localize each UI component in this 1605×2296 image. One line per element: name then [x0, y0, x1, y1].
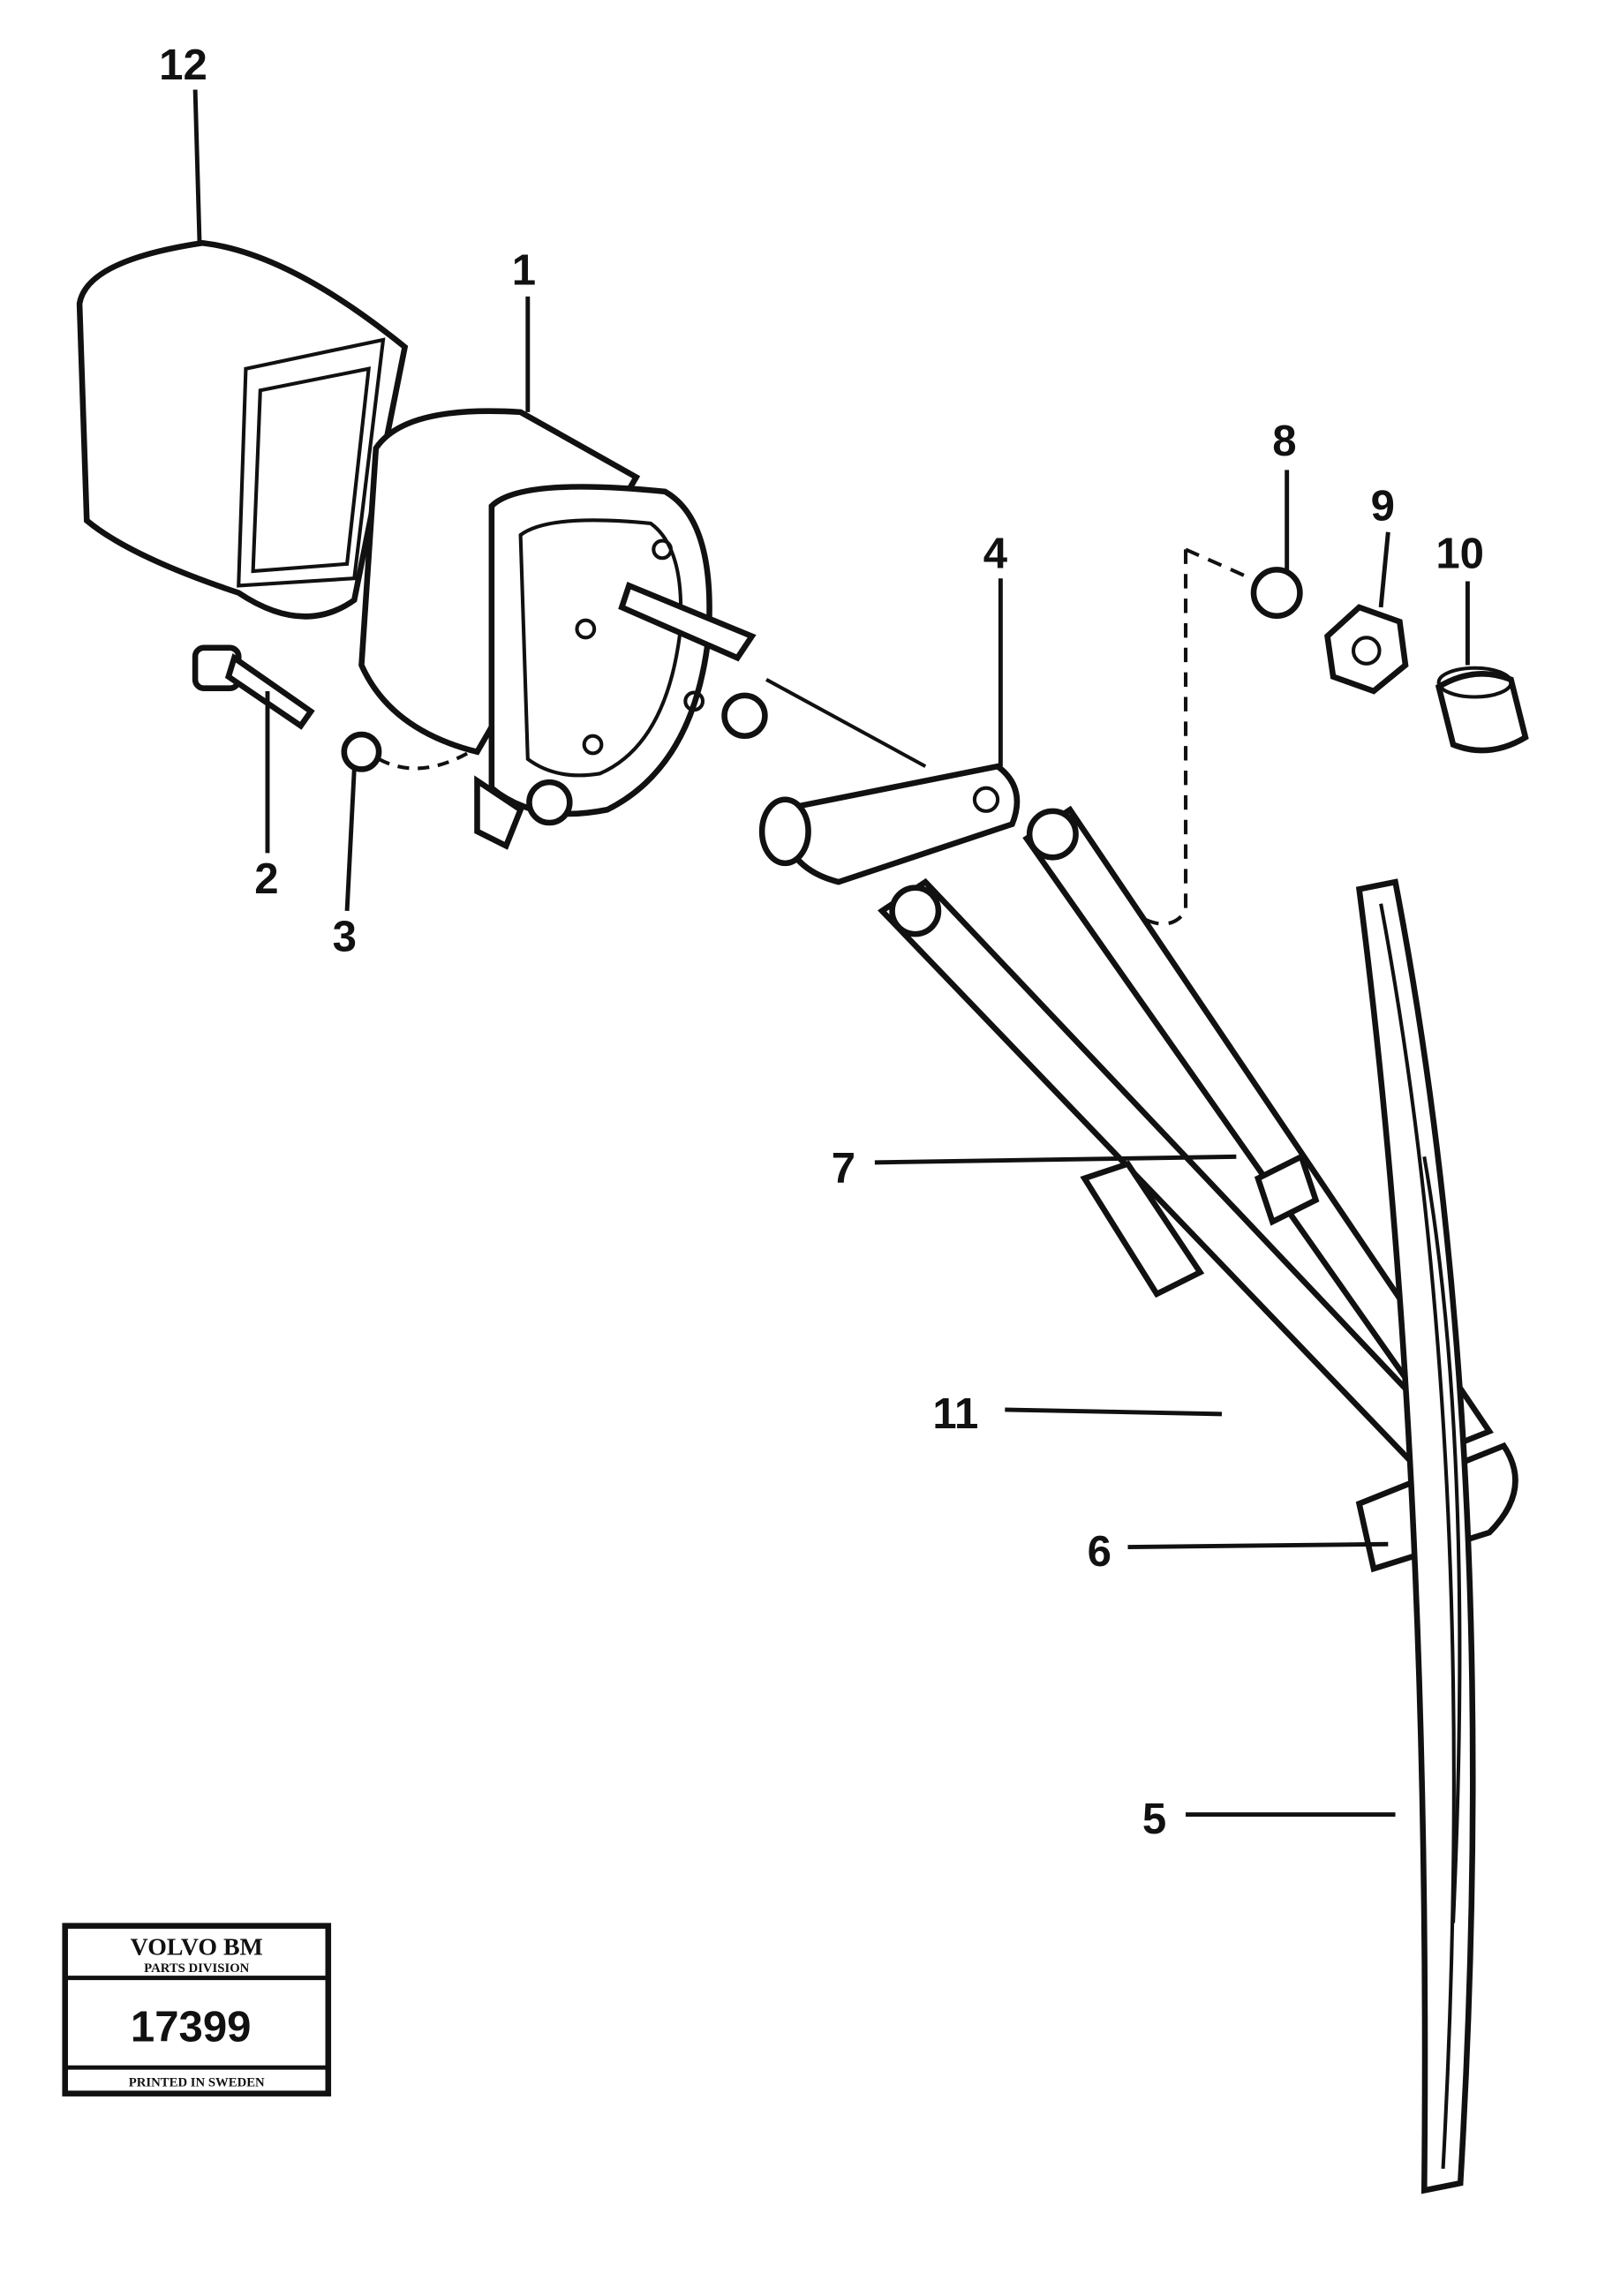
callout-4: 4	[983, 531, 1008, 578]
stamp-brand: VOLVO BM	[131, 1933, 263, 1961]
washer	[341, 731, 382, 772]
callout-12: 12	[159, 41, 207, 89]
linkage-arm	[758, 763, 1021, 885]
stamp-division: PARTS DIVISION	[144, 1961, 250, 1976]
wiper-motor	[358, 408, 768, 850]
callout-8: 8	[1272, 418, 1296, 465]
bolt	[192, 644, 315, 730]
nut	[1324, 604, 1409, 695]
callout-9: 9	[1371, 483, 1395, 531]
stamp-number: 17399	[131, 2004, 252, 2051]
callout-3: 3	[333, 914, 357, 961]
motor-cover	[76, 239, 409, 620]
callout-11: 11	[932, 1390, 978, 1438]
callout-2: 2	[254, 855, 278, 903]
callout-10: 10	[1435, 531, 1484, 578]
cap-nut	[1435, 666, 1529, 754]
washer-8	[1250, 567, 1303, 620]
callout-5: 5	[1142, 1795, 1166, 1843]
volvo-bm-stamp: VOLVO BM PARTS DIVISION 17399 PRINTED IN…	[62, 1923, 332, 2097]
callout-1: 1	[512, 247, 536, 295]
callout-7: 7	[832, 1145, 855, 1193]
stamp-footer: PRINTED IN SWEDEN	[129, 2075, 265, 2089]
wiper-blade	[1355, 878, 1476, 2194]
callout-6: 6	[1088, 1528, 1111, 1576]
